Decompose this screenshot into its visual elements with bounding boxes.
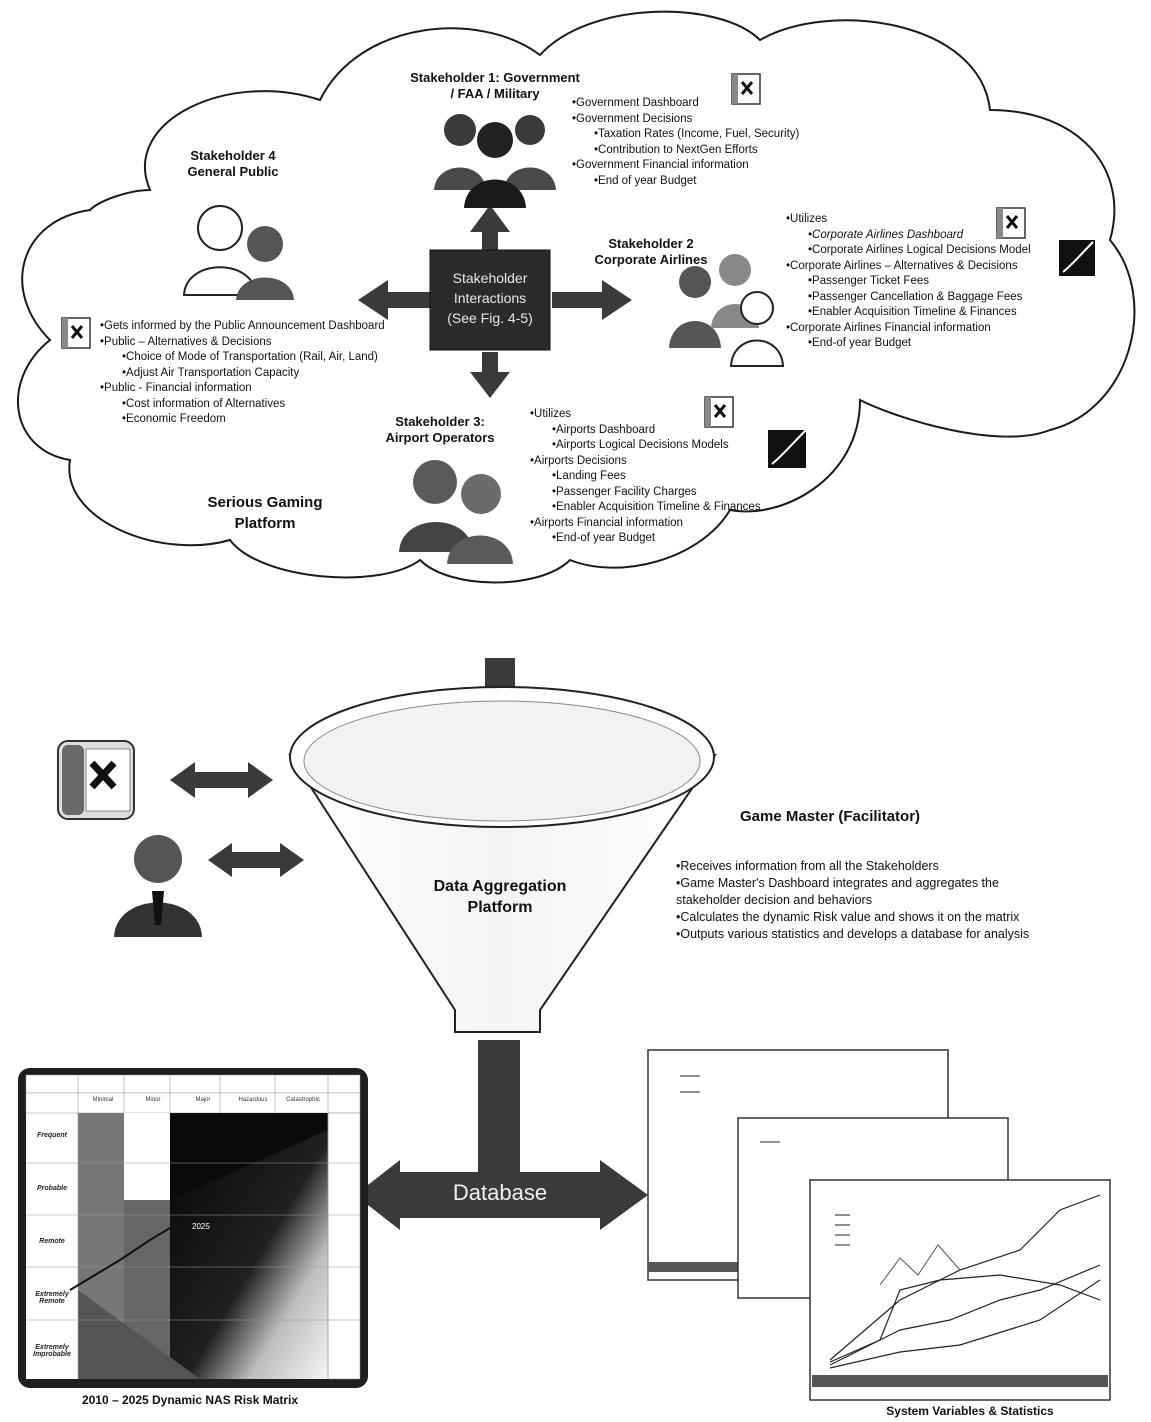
funnel [288,686,717,1033]
risk-matrix-row-label: Remote [39,1238,65,1245]
excel-icon [995,206,1029,242]
bullet-item: •Airports Decisions [530,454,627,467]
bullet-item: •Airports Dashboard [552,423,656,436]
bullet-item: •Public – Alternatives & Decisions [100,335,272,348]
database-label: Database [452,1180,548,1205]
game-master-bullet: •Outputs various statistics and develops… [676,927,1030,941]
risk-matrix-row-label: Extremely Remote [35,1291,69,1306]
bullet-item: •Enabler Acquisition Timeline & Finances [552,501,761,513]
bullet-item: •Government Decisions [572,112,693,125]
public-items: •Gets informed by the Public Announcemen… [100,319,385,428]
public-title: Stakeholder 4 General Public [187,148,279,179]
bullet-item: •Landing Fees [552,470,626,482]
excel-icon [60,316,94,352]
side-arrows [170,762,304,877]
bullet-item: •Corporate Airlines Financial informatio… [786,321,991,334]
risk-matrix-row-label: Extremely Improbable [33,1344,71,1359]
excel-icon [703,395,737,431]
airlines-people-icon [665,248,785,368]
bullet-item: •End-of year Budget [552,532,656,544]
game-master-bullet: •Game Master's Dashboard integrates and … [676,876,999,890]
game-master-title: Game Master (Facilitator) [740,808,921,825]
airports-items: •Utilizes •Airports Dashboard •Airports Lo… [530,407,761,547]
risk-matrix-col-header: Major [195,1097,211,1103]
bullet-item: •Cost information of Alternatives [122,397,286,410]
interaction-arrows [358,205,632,398]
bullet-item: •Government Financial information [572,159,749,171]
bullet-item: •Adjust Air Transportation Capacity [122,366,300,379]
risk-matrix-row-label: Probable [37,1184,67,1192]
facilitator-icon [108,825,208,940]
bullet-item: •Airports Financial information [530,516,683,529]
game-master-items: •Receives information from all the Stake… [676,858,1029,943]
risk-matrix-col-header: Catastrophic [286,1097,320,1103]
game-master-bullet: stakeholder decision and behaviors [676,893,872,907]
bullet-item: •Airports Logical Decisions Models [552,439,729,451]
risk-matrix-col-header: Minimal [92,1097,114,1103]
risk-matrix-caption: 2010 – 2025 Dynamic NAS Risk Matrix [81,1393,299,1407]
bullet-item: •Passenger Cancellation & Baggage Fees [808,290,1023,303]
risk-year-marker: 2025 [192,1222,210,1231]
government-people-icon [430,100,560,210]
government-title: Stakeholder 1: Government / FAA / Milita… [410,70,580,101]
bullet-item: •Government Dashboard [572,97,699,109]
bullet-item: •Utilizes [786,213,828,225]
interaction-box [429,249,551,351]
risk-matrix-headers: Minimal Minor Major Hazardous Catastrophic [78,1097,328,1111]
airlines-title: Stakeholder 2 Corporate Airlines [594,236,708,267]
statistics-caption: System Variables & Statistics [886,1404,1054,1418]
aggregation-label: Data Aggregation Platform [433,878,567,916]
airlines-items: •Utilizes •Corporate Airlines Dashboard •C… [786,212,1031,352]
bullet-item: •Corporate Airlines Dashboard [808,228,964,241]
game-master-bullet: •Calculates the dynamic Risk value and s… [676,910,1020,924]
risk-matrix-col-header: Minor [145,1097,161,1103]
bullet-item: •Utilizes [530,408,572,420]
bullet-item: •Gets informed by the Public Announcemen… [100,320,385,332]
decision-model-icon [1057,238,1097,278]
airports-title: Stakeholder 3: Airport Operators [385,414,495,445]
risk-matrix-row-label: Frequent [37,1131,67,1139]
bullet-item: •Enabler Acquisition Timeline & Finances [808,306,1017,318]
excel-icon-large [52,735,142,825]
game-master-bullet: •Receives information from all the Stake… [676,859,939,873]
airports-people-icon [395,452,515,567]
bullet-item: •Passenger Facility Charges [552,485,697,498]
bullet-item: •End of year Budget [594,174,697,187]
gaming-platform-label: Serious Gaming Platform [207,494,323,532]
risk-matrix-col-header: Hazardous [238,1097,268,1103]
bullet-item: •End-of year Budget [808,337,912,349]
bullet-item: •Taxation Rates (Income, Fuel, Security) [594,128,800,140]
bullet-item: •Economic Freedom [122,413,226,425]
government-items: •Government Dashboard •Government Decisio… [572,96,799,189]
risk-matrix-frame [18,1068,368,1388]
bullet-item: •Corporate Airlines – Alternatives & Dec… [786,259,1018,272]
funnel-stem [478,1040,520,1195]
bullet-item: •Public - Financial information [100,382,252,394]
statistics-sheets [647,1049,1111,1401]
bullet-item: •Choice of Mode of Transportation (Rail,… [122,351,378,363]
interaction-label: Stakeholder Interactions (See Fig. 4-5) [447,270,533,326]
bullet-item: •Corporate Airlines Logical Decisions Mo… [808,244,1031,256]
bullet-item: •Passenger Ticket Fees [808,275,929,287]
bullet-item: •Contribution to NextGen Efforts [594,143,758,156]
database-arrow [355,1160,648,1230]
public-people-icon [180,200,300,300]
decision-model-icon [766,428,808,470]
excel-icon [730,72,764,108]
